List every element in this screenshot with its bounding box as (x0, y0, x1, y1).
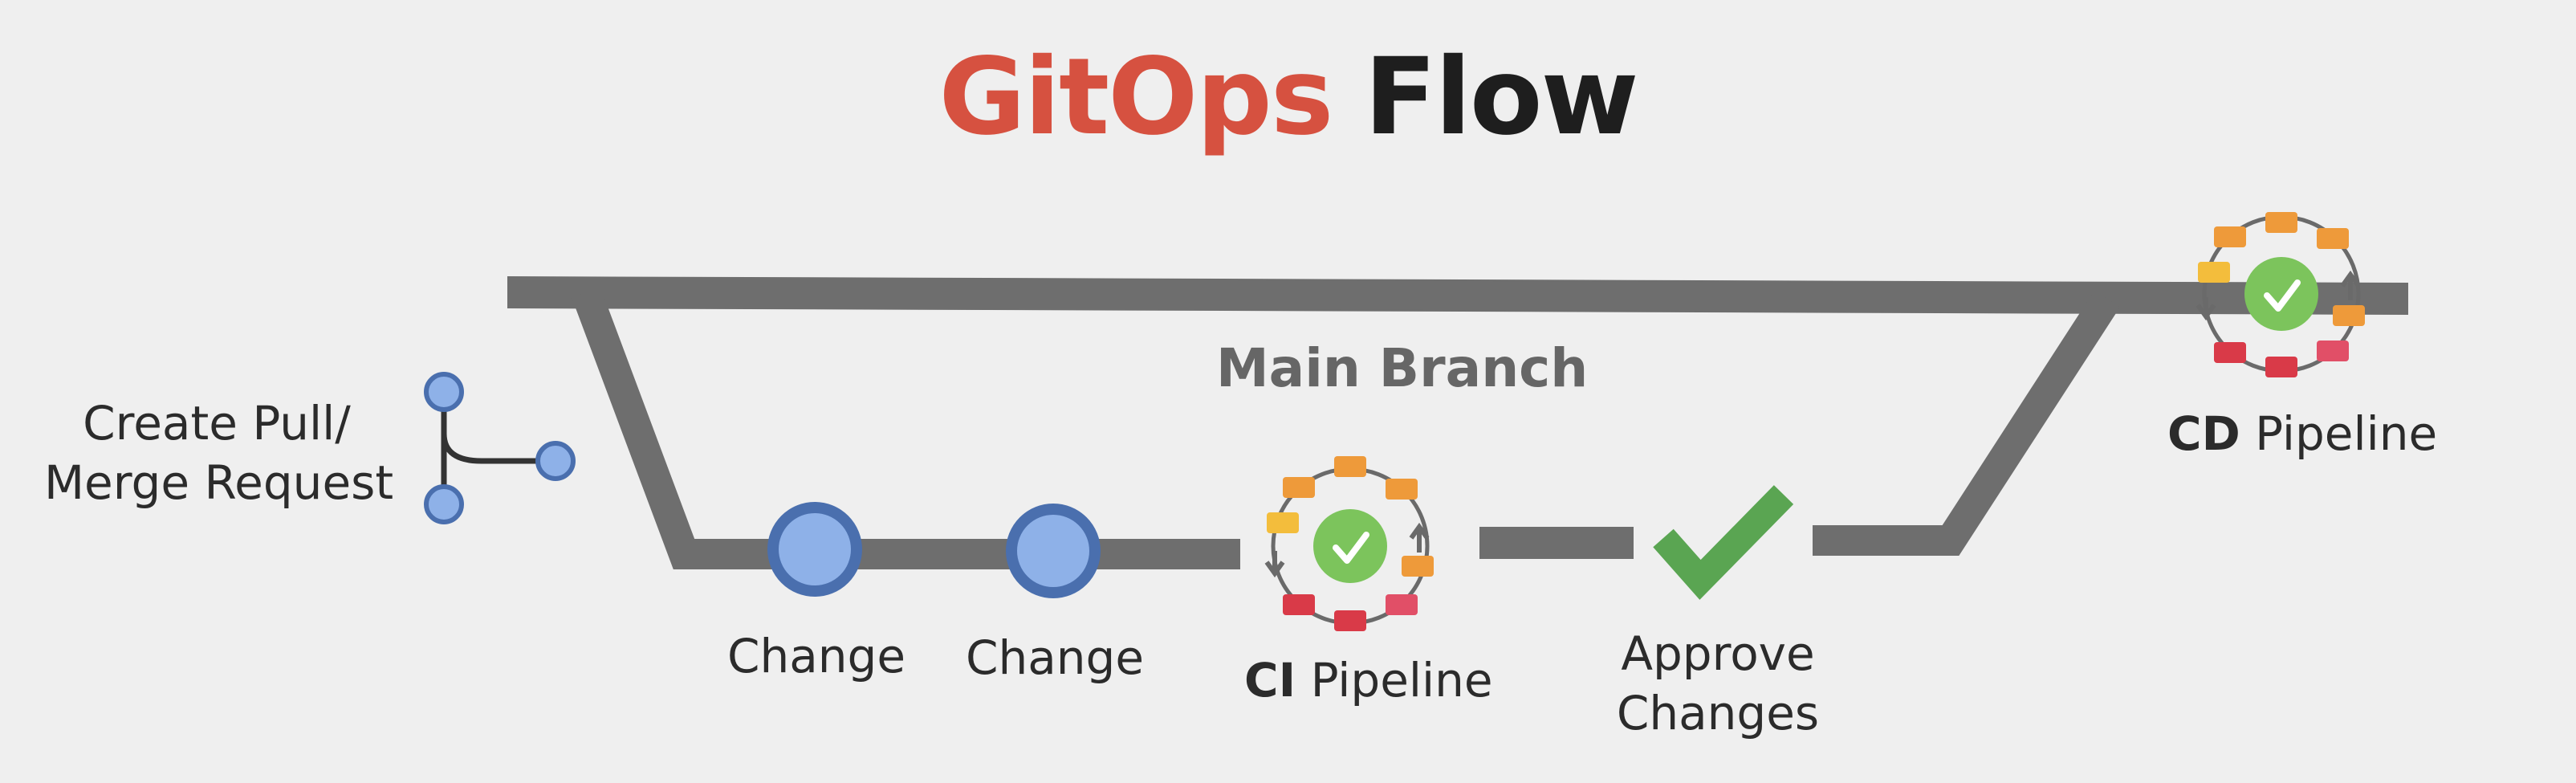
cd-label-bold: CD (2167, 406, 2240, 461)
checkmark-icon (1653, 485, 1794, 600)
ci-pipeline-label: CI Pipeline (1244, 650, 1493, 710)
commit-node-icon (767, 502, 862, 597)
feature-branch-segment (1479, 527, 1634, 559)
ci-label-bold: CI (1244, 653, 1296, 708)
pull-request-label: Create Pull/ Merge Request (44, 394, 394, 512)
title-gitops: GitOps (938, 35, 1333, 159)
pull-request-label-line1: Create Pull/ (83, 396, 351, 451)
main-branch-label: Main Branch (1216, 337, 1589, 399)
feature-branch-left (572, 287, 1240, 569)
change-label: Change (727, 629, 906, 683)
approve-label-line2: Changes (1616, 686, 1820, 740)
approve-changes-label: Approve Changes (1573, 624, 1862, 743)
main-branch-line (507, 276, 2408, 315)
approve-label-line1: Approve (1621, 626, 1815, 681)
cd-label-rest: Pipeline (2240, 406, 2438, 461)
commit-node-icon (1006, 504, 1101, 598)
pipeline-cycle-icon (2196, 212, 2365, 377)
ci-label-rest: Pipeline (1296, 653, 1493, 708)
change-label: Change (966, 630, 1145, 685)
feature-branch-right (1813, 290, 2120, 556)
pipeline-cycle-icon (1264, 456, 1434, 631)
pull-request-label-line2: Merge Request (44, 455, 394, 510)
merge-request-icon (424, 372, 576, 524)
title-flow: Flow (1364, 35, 1638, 159)
cd-pipeline-label: CD Pipeline (2167, 404, 2437, 463)
